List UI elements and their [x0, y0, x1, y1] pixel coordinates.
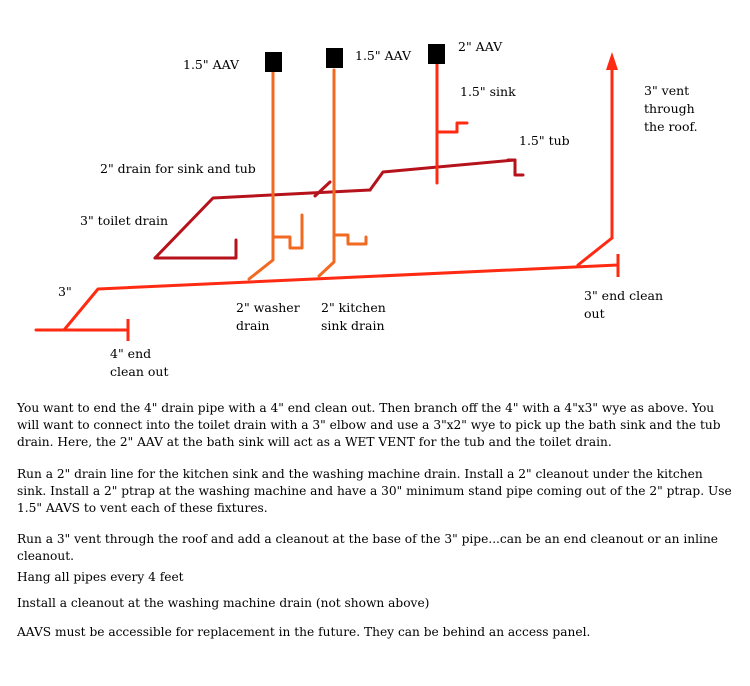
label-toilet-drain: 3" toilet drain: [80, 213, 168, 228]
label-sink: 1.5" sink: [460, 84, 516, 99]
label-end-clean-4-1: 4" end: [110, 346, 151, 361]
label-kitchen-1: 2" kitchen: [321, 300, 386, 315]
aav-middle-cap: [326, 48, 343, 68]
aav-left-cap: [265, 52, 282, 72]
label-kitchen-2: sink drain: [321, 318, 385, 333]
note-washer-cleanout: Install a cleanout at the washing machin…: [17, 596, 430, 610]
plumbing-diagram: 1.5" AAV 1.5" AAV 2" AAV 1.5" sink 1.5" …: [34, 39, 698, 379]
label-vent-3: the roof.: [644, 119, 698, 134]
sink-vent-stack: [435, 58, 469, 185]
three-inch-main-drain: [34, 60, 620, 332]
label-tub: 1.5" tub: [519, 133, 570, 148]
label-washer-2: drain: [236, 318, 269, 333]
label-end-clean-4-2: clean out: [110, 364, 168, 379]
label-vent-2: through: [644, 101, 695, 116]
kitchen-vent-stack: [317, 68, 368, 278]
note-kitchen-washer: Run a 2" drain line for the kitchen sink…: [17, 467, 732, 515]
aav-right-cap: [428, 44, 445, 64]
label-end-clean-3-1: 3" end clean: [584, 288, 663, 303]
note-hang-pipes: Hang all pipes every 4 feet: [17, 570, 184, 584]
label-aav-right: 2" AAV: [458, 39, 503, 54]
note-wye-connection: You want to end the 4" drain pipe with a…: [17, 401, 721, 449]
label-aav-middle: 1.5" AAV: [355, 48, 412, 63]
note-roof-vent: Run a 3" vent through the roof and add a…: [17, 532, 719, 563]
label-end-clean-3-2: out: [584, 306, 605, 321]
label-drain-sink-tub: 2" drain for sink and tub: [100, 161, 256, 176]
note-aav-access: AAVS must be accessible for replacement …: [17, 625, 591, 639]
washer-vent-stack: [247, 68, 304, 281]
label-three-inch: 3": [58, 284, 72, 299]
label-aav-left: 1.5" AAV: [183, 57, 240, 72]
label-washer-1: 2" washer: [236, 300, 300, 315]
label-vent-1: 3" vent: [644, 83, 689, 98]
toilet-and-tub-drain: [153, 158, 525, 260]
vent-arrow-head: [606, 52, 618, 70]
